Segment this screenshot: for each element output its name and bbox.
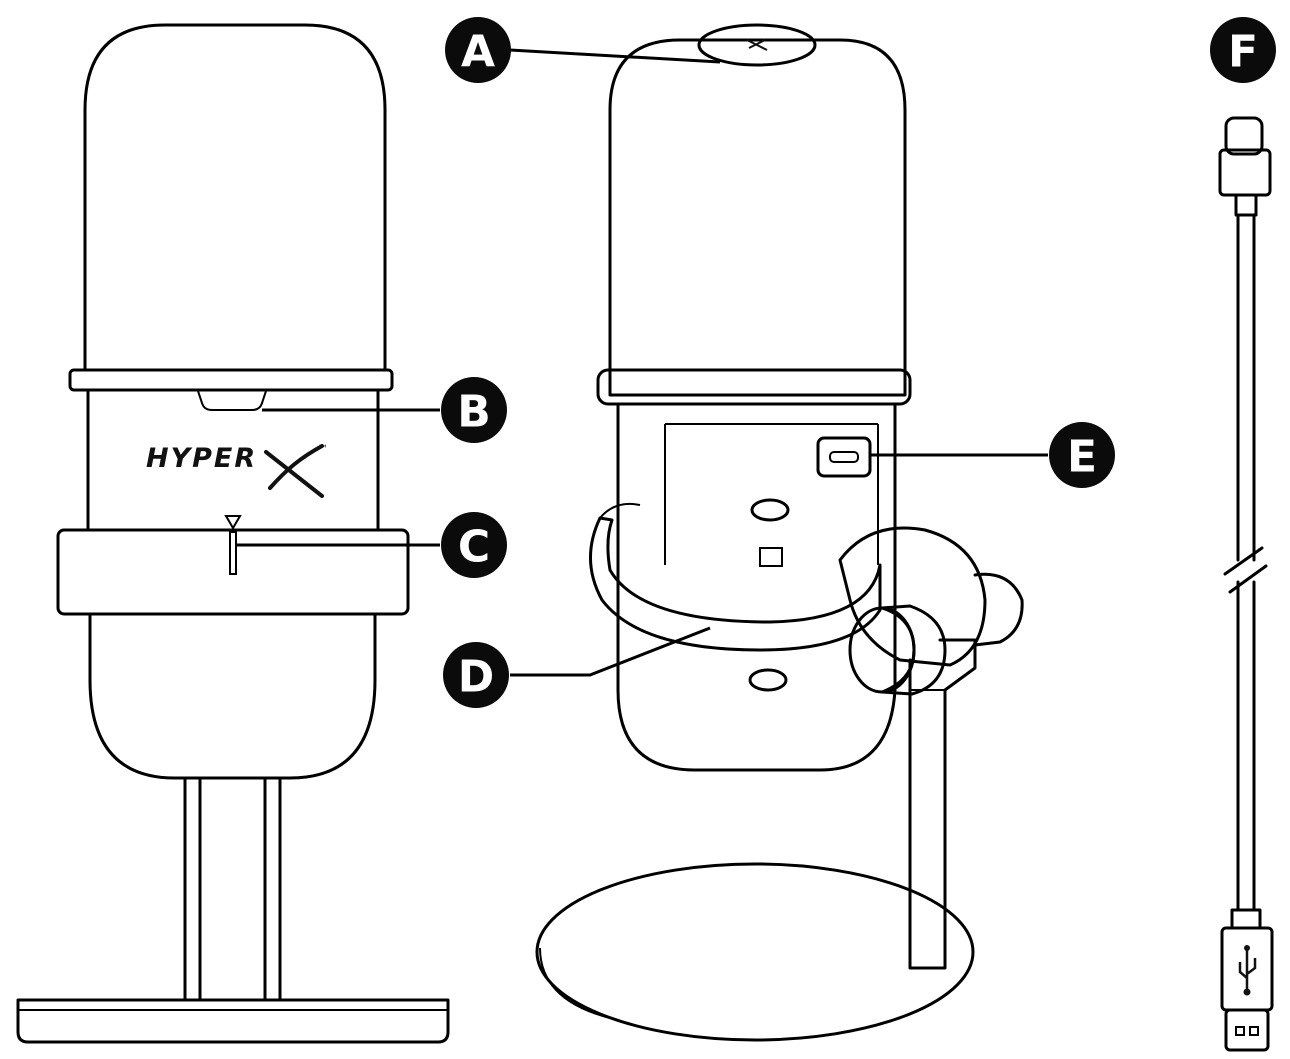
- front-grille-ring: [68, 368, 394, 392]
- screw-hole-lower: [748, 668, 788, 692]
- ring-indicator: [229, 531, 237, 575]
- usb-c-connector-tip: [1224, 116, 1264, 156]
- top-grille: [608, 38, 907, 397]
- mute-touch-icon: [746, 39, 768, 51]
- callout-c: C: [441, 512, 507, 578]
- usb-cable: [1218, 116, 1274, 1052]
- ring-mount: [589, 516, 882, 652]
- ring-mount-top: [599, 502, 641, 519]
- gain-marker-triangle: [224, 515, 242, 530]
- logo-trademark: ™: [318, 444, 328, 455]
- front-stand-base: [16, 998, 450, 1044]
- front-view-microphone: HYPER ™: [16, 23, 450, 1044]
- callout-d: D: [443, 642, 509, 708]
- logo-wordmark: HYPER: [146, 443, 257, 474]
- angled-view-microphone: [535, 23, 1024, 1042]
- mute-sensor: [197, 390, 267, 411]
- callout-e-label: E: [1067, 432, 1097, 483]
- leader-d: [510, 626, 711, 677]
- callout-a: A: [445, 17, 511, 83]
- hyperx-logo: HYPER ™: [146, 443, 328, 498]
- callout-f: F: [1210, 17, 1276, 83]
- side-knob: [973, 572, 1024, 647]
- thread-post: [759, 547, 783, 567]
- mount-knob-knurl: [880, 604, 947, 696]
- callout-b: B: [441, 377, 507, 443]
- usb-a-connector-tip: [1224, 1008, 1270, 1052]
- front-body-lower: [88, 612, 377, 780]
- screw-hole-upper: [750, 498, 790, 522]
- callout-a-label: A: [461, 27, 495, 78]
- callout-d-label: D: [458, 652, 495, 703]
- usb-icon: [1238, 945, 1257, 996]
- logo-x-mark: [264, 444, 324, 498]
- callout-b-label: B: [457, 387, 491, 438]
- front-grille: [83, 23, 387, 372]
- callout-c-label: C: [458, 522, 490, 573]
- leader-lines: [236, 48, 1048, 677]
- usb-c-connector-body: [1218, 148, 1272, 197]
- callout-e: E: [1049, 422, 1115, 488]
- cable-lower: [1236, 580, 1256, 912]
- cable-upper: [1236, 213, 1256, 562]
- angled-body: [616, 402, 897, 772]
- callout-f-label: F: [1228, 27, 1258, 78]
- front-gain-ring: [56, 528, 410, 616]
- usb-c-port: [816, 436, 872, 478]
- angled-grille-ring: [596, 368, 912, 406]
- cable-break: [1223, 546, 1268, 594]
- leader-a: [509, 48, 721, 64]
- pivot-arm: [838, 526, 987, 667]
- top-mute-button: [697, 23, 817, 67]
- front-stand-legs: [183, 776, 282, 1002]
- angled-stand-base: [535, 862, 975, 1042]
